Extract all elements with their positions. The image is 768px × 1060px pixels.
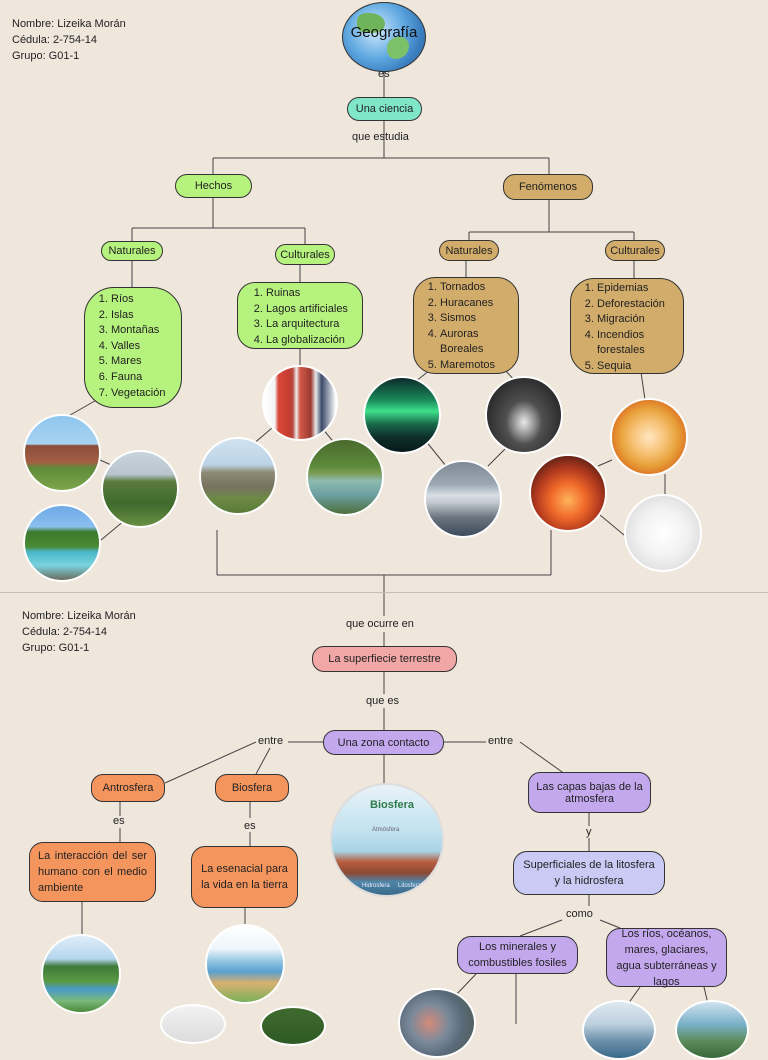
label-es: es [378,68,390,80]
list-item: Ríos [111,292,173,308]
node-fen-naturales: Naturales [439,240,499,261]
coast-photo [675,1000,749,1060]
concept-map: Nombre: Lizeika Morán Cédula: 2-754-14 G… [0,0,768,1024]
label-es-biosfera: es [244,820,256,832]
list-item: Maremotos [440,358,510,374]
line-entre-antrosfera [164,741,257,784]
node-esenacial: La esenacial para la vida en la tierra [191,846,298,908]
list-item: Deforestación [597,297,675,313]
node-interaccion: La interacción del ser humano con el med… [29,842,156,902]
migration-people-photo [624,494,702,572]
label-y: y [586,826,592,838]
list-hechos-culturales: RuinasLagos artificialesLa arquitecturaL… [237,282,363,349]
node-zona-contacto: Una zona contacto [323,730,444,755]
list-item: Mares [111,354,173,370]
list-item: Montañas [111,323,173,339]
mountains-photo [23,414,101,492]
plants-photo [160,1004,226,1044]
node-fen-culturales: Culturales [605,240,665,261]
list-item: La globalización [266,333,354,349]
list-item: Sismos [440,311,510,327]
list-item: Fauna [111,370,173,386]
list-item: Tornados [440,280,510,296]
list-item: Migración [597,312,675,328]
line-como-minerales [519,919,563,937]
ecosystem-illustration [205,924,285,1004]
map-title: Geografía [350,24,418,41]
node-biosfera: Biosfera [215,774,289,802]
river-photo [23,504,101,582]
biosfera-illustration: Biosfera Atmósfera Hidrosfera Litosfera [330,783,444,897]
page-divider [0,592,768,593]
node-minerales: Los minerales y combustibles fosiles [457,936,578,974]
line-entre-capas [519,741,566,775]
label-que-estudia: que estudia [352,131,409,143]
list-item: Auroras Boreales [440,327,510,358]
label-es-antrosfera: es [113,815,125,827]
minerals-photo [398,988,476,1058]
biosfera-illus-atm: Atmósfera [372,827,400,833]
label-entre-right: entre [488,735,514,747]
line-minerales-photo [454,973,477,997]
list-item: Ruinas [266,286,354,302]
list-fen-culturales: EpidemiasDeforestaciónMigraciónIncendios… [570,278,684,374]
label-que-ocurre-en: que ocurre en [346,618,414,630]
list-fen-naturales: TornadosHuracanesSismosAuroras BorealesM… [413,277,519,374]
list-item: Vegetación [111,386,173,402]
student-group: Grupo: G01-1 [22,642,90,654]
list-hechos-naturales: RíosIslasMontañasValles MaresFaunaVegeta… [84,287,182,408]
node-fenomenos: Fenómenos [503,174,593,200]
node-superficiales: Superficiales de la litosfera y la hidro… [513,851,665,895]
biosfera-illus-title: Biosfera [370,799,415,811]
globe-icon [342,2,426,72]
label-que-es: que es [366,695,400,707]
green-valley-photo [101,450,179,528]
node-rios: Los ríos, océanos, mares, glaciares, agu… [606,928,727,988]
city-buildings-photo [262,365,338,441]
tornado-photo [485,376,563,454]
biohazard-epidemic-photo [610,398,688,476]
list-item: Epidemias [597,281,675,297]
node-superficie: La superfiecie terrestre [312,646,457,672]
list-item: Valles [111,339,173,355]
line-fnat-photo3 [424,439,447,467]
line-como-rios [599,919,621,929]
list-item: Incendios forestales [597,328,675,359]
artificial-lake-photo [306,438,384,516]
student-header-top: Nombre: Lizeika Morán Cédula: 2-754-14 G… [12,16,126,64]
student-id: Cédula: 2-754-14 [12,34,98,46]
forest-photo [260,1006,326,1046]
aurora-photo [363,376,441,454]
node-hechos-culturales: Culturales [275,244,335,265]
list-item: La arquitectura [266,317,354,333]
ocean-photo [582,1000,656,1060]
node-una-ciencia: Una ciencia [347,97,422,121]
node-hechos-naturales: Naturales [101,241,163,261]
label-como: como [566,908,593,920]
student-header-bottom: Nombre: Lizeika Morán Cédula: 2-754-14 G… [22,608,136,656]
student-group: Grupo: G01-1 [12,50,80,62]
student-id: Cédula: 2-754-14 [22,626,108,638]
node-capas-bajas: Las capas bajas de la atmosfera [528,772,651,813]
student-name: Nombre: Lizeika Morán [12,18,126,30]
biosfera-illus-hidro: Hidrosfera [362,883,390,889]
line-entre-biosfera [255,747,271,775]
list-item: Sequia [597,359,675,375]
line-fcul-photo2 [597,459,613,467]
list-item: Huracanes [440,296,510,312]
node-hechos: Hechos [175,174,252,198]
node-antrosfera: Antrosfera [91,774,165,802]
label-entre-left: entre [258,735,284,747]
ruins-photo [199,437,277,515]
tsunami-city-photo [424,460,502,538]
wildfire-photo [529,454,607,532]
biosfera-illus-lito: Litosfera [398,883,422,889]
line-fcul-photo1 [640,371,646,401]
lake-trees-photo [41,934,121,1014]
list-item: Islas [111,308,173,324]
list-item: Lagos artificiales [266,302,354,318]
student-name: Nombre: Lizeika Morán [22,610,136,622]
